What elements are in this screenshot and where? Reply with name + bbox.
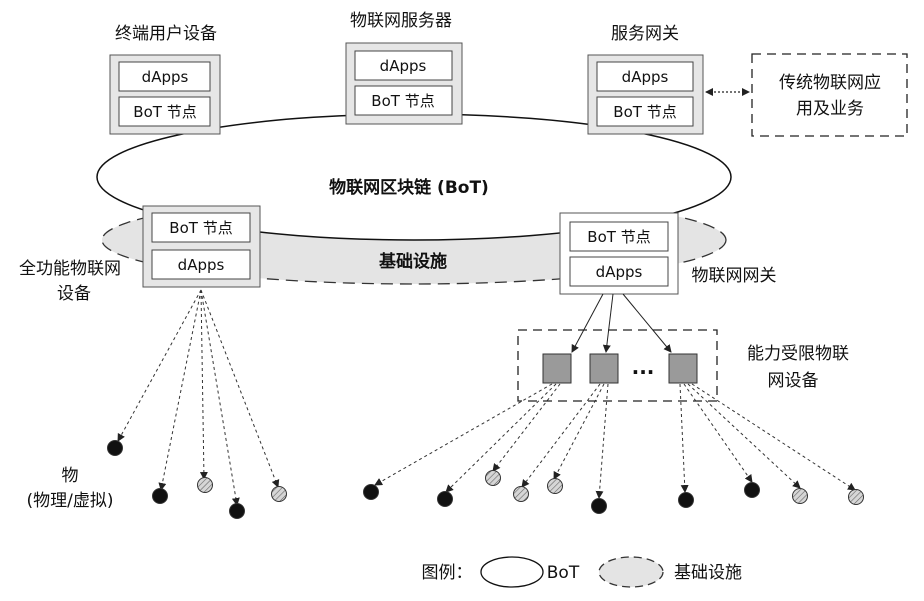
iot-gateway-bot-node: BoT 节点 [587,228,650,246]
physical-thing [229,503,245,519]
constrained-devices-line1: 能力受限物联 [747,344,849,364]
iot-server-bot-box [354,85,453,116]
service-gateway-dapps: dApps [622,68,669,86]
legend-title: 图例： [422,563,473,583]
legend-bot-swatch [480,556,544,588]
full-device-dapps: dApps [178,256,225,274]
things-label-line2: (物理/虚拟) [27,491,114,511]
full-device-bot-node: BoT 节点 [169,219,232,237]
things [107,440,864,519]
virtual-thing [197,477,213,493]
virtual-thing [792,488,808,504]
iot-server-bot-node: BoT 节点 [371,92,434,110]
full-device-title-line2: 设备 [57,284,91,304]
iot-gateway-dapps: dApps [596,263,643,281]
gateway-device-links [571,293,672,353]
legend-infra-swatch [598,556,664,588]
end-user-dapps: dApps [142,68,189,86]
service-gateway-title: 服务网关 [611,24,679,44]
service-gateway-dapps-box [596,61,694,92]
iot-server-dapps: dApps [380,57,427,75]
iot-gateway-title: 物联网网关 [692,266,777,286]
constrained-devices-line2: 网设备 [768,371,819,391]
iot-server-dapps-box [354,50,453,81]
full-device-dapps-box [151,249,251,280]
full-device-bot-box [151,212,251,243]
end-user-bot-box [118,96,211,127]
things-label-line1: 物 [62,466,79,486]
service-gateway-bot-box [596,96,694,127]
legacy-services-line1: 传统物联网应 [779,73,881,93]
physical-thing [107,440,123,456]
physical-thing [152,488,168,504]
end-user-title: 终端用户设备 [115,24,217,44]
legacy-services-line2: 用及业务 [796,99,864,119]
constrained-device-3 [668,353,698,384]
legacy-services-box [751,53,908,137]
physical-thing [363,484,379,500]
virtual-thing [271,486,287,502]
full-device-title-line1: 全功能物联网 [19,259,121,279]
iot-server-title: 物联网服务器 [350,11,452,31]
end-user-bot-node: BoT 节点 [133,103,196,121]
thing-links [117,289,856,506]
virtual-thing [848,489,864,505]
physical-thing [678,492,694,508]
infrastructure-label: 基础设施 [378,251,447,272]
physical-thing [744,482,760,498]
service-gateway-bot-node: BoT 节点 [613,103,676,121]
virtual-thing [513,486,529,502]
legend-bot-label: BoT [547,563,580,583]
physical-thing [591,498,607,514]
iot-gateway-bot-box [569,221,669,252]
constrained-device-1 [542,353,572,384]
iot-gateway-dapps-box [569,256,669,287]
constrained-device-2 [589,353,619,384]
virtual-thing [547,478,563,494]
end-user-dapps-box [118,61,211,92]
legend-infra-label: 基础设施 [674,563,742,583]
blockchain-label: 物联网区块链 (BoT) [329,177,489,198]
constrained-ellipsis: ... [632,355,655,379]
virtual-thing [485,470,501,486]
physical-thing [437,491,453,507]
